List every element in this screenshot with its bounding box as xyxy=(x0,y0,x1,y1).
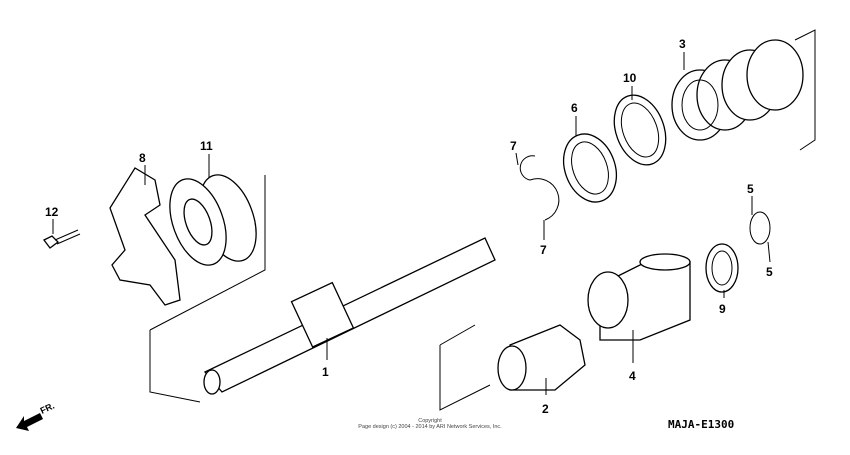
washer-10[interactable] xyxy=(605,88,675,172)
ring-9[interactable] xyxy=(705,243,739,293)
collar-2[interactable] xyxy=(497,324,586,391)
front-arrow-icon: FR. xyxy=(16,401,56,431)
callout-5b: 5 xyxy=(766,265,773,279)
spring-3[interactable] xyxy=(671,39,804,141)
callout-6: 6 xyxy=(571,101,578,115)
bolt-12[interactable] xyxy=(43,229,81,249)
callout-3: 3 xyxy=(679,37,686,51)
callout-7a: 7 xyxy=(510,139,517,153)
bracket-line xyxy=(439,324,476,346)
leader-lines xyxy=(52,52,771,395)
callout-11: 11 xyxy=(200,139,213,153)
clip-7b[interactable] xyxy=(529,178,560,221)
bracket-collar xyxy=(439,345,491,411)
diagram-code: MAJA-E1300 xyxy=(668,418,735,431)
ring-6[interactable] xyxy=(555,127,626,210)
callout-12: 12 xyxy=(45,205,59,219)
plate-8[interactable] xyxy=(109,167,181,306)
clip-5[interactable] xyxy=(749,211,771,245)
callout-10: 10 xyxy=(623,71,637,85)
callout-7b: 7 xyxy=(540,243,547,257)
sleeve-4[interactable] xyxy=(587,253,691,341)
callout-9: 9 xyxy=(719,302,726,316)
front-label: FR. xyxy=(39,401,56,416)
copyright-line2: Page design (c) 2004 - 2014 by ARI Netwo… xyxy=(358,424,502,430)
callout-8: 8 xyxy=(139,151,146,165)
copyright-line1: Copyright xyxy=(418,418,442,424)
bearing-11[interactable] xyxy=(159,167,267,273)
callout-1: 1 xyxy=(322,365,329,379)
mainshaft-1[interactable] xyxy=(203,237,496,395)
bracket-spring xyxy=(794,29,816,151)
copyright-notice: Copyright Page design (c) 2004 - 2014 by… xyxy=(300,418,560,430)
callout-4: 4 xyxy=(629,369,636,383)
callout-2: 2 xyxy=(542,402,549,416)
bracket-bearing xyxy=(149,175,266,331)
callout-5a: 5 xyxy=(747,182,754,196)
bracket-shaft xyxy=(149,330,201,403)
clip-7a[interactable] xyxy=(519,155,536,181)
